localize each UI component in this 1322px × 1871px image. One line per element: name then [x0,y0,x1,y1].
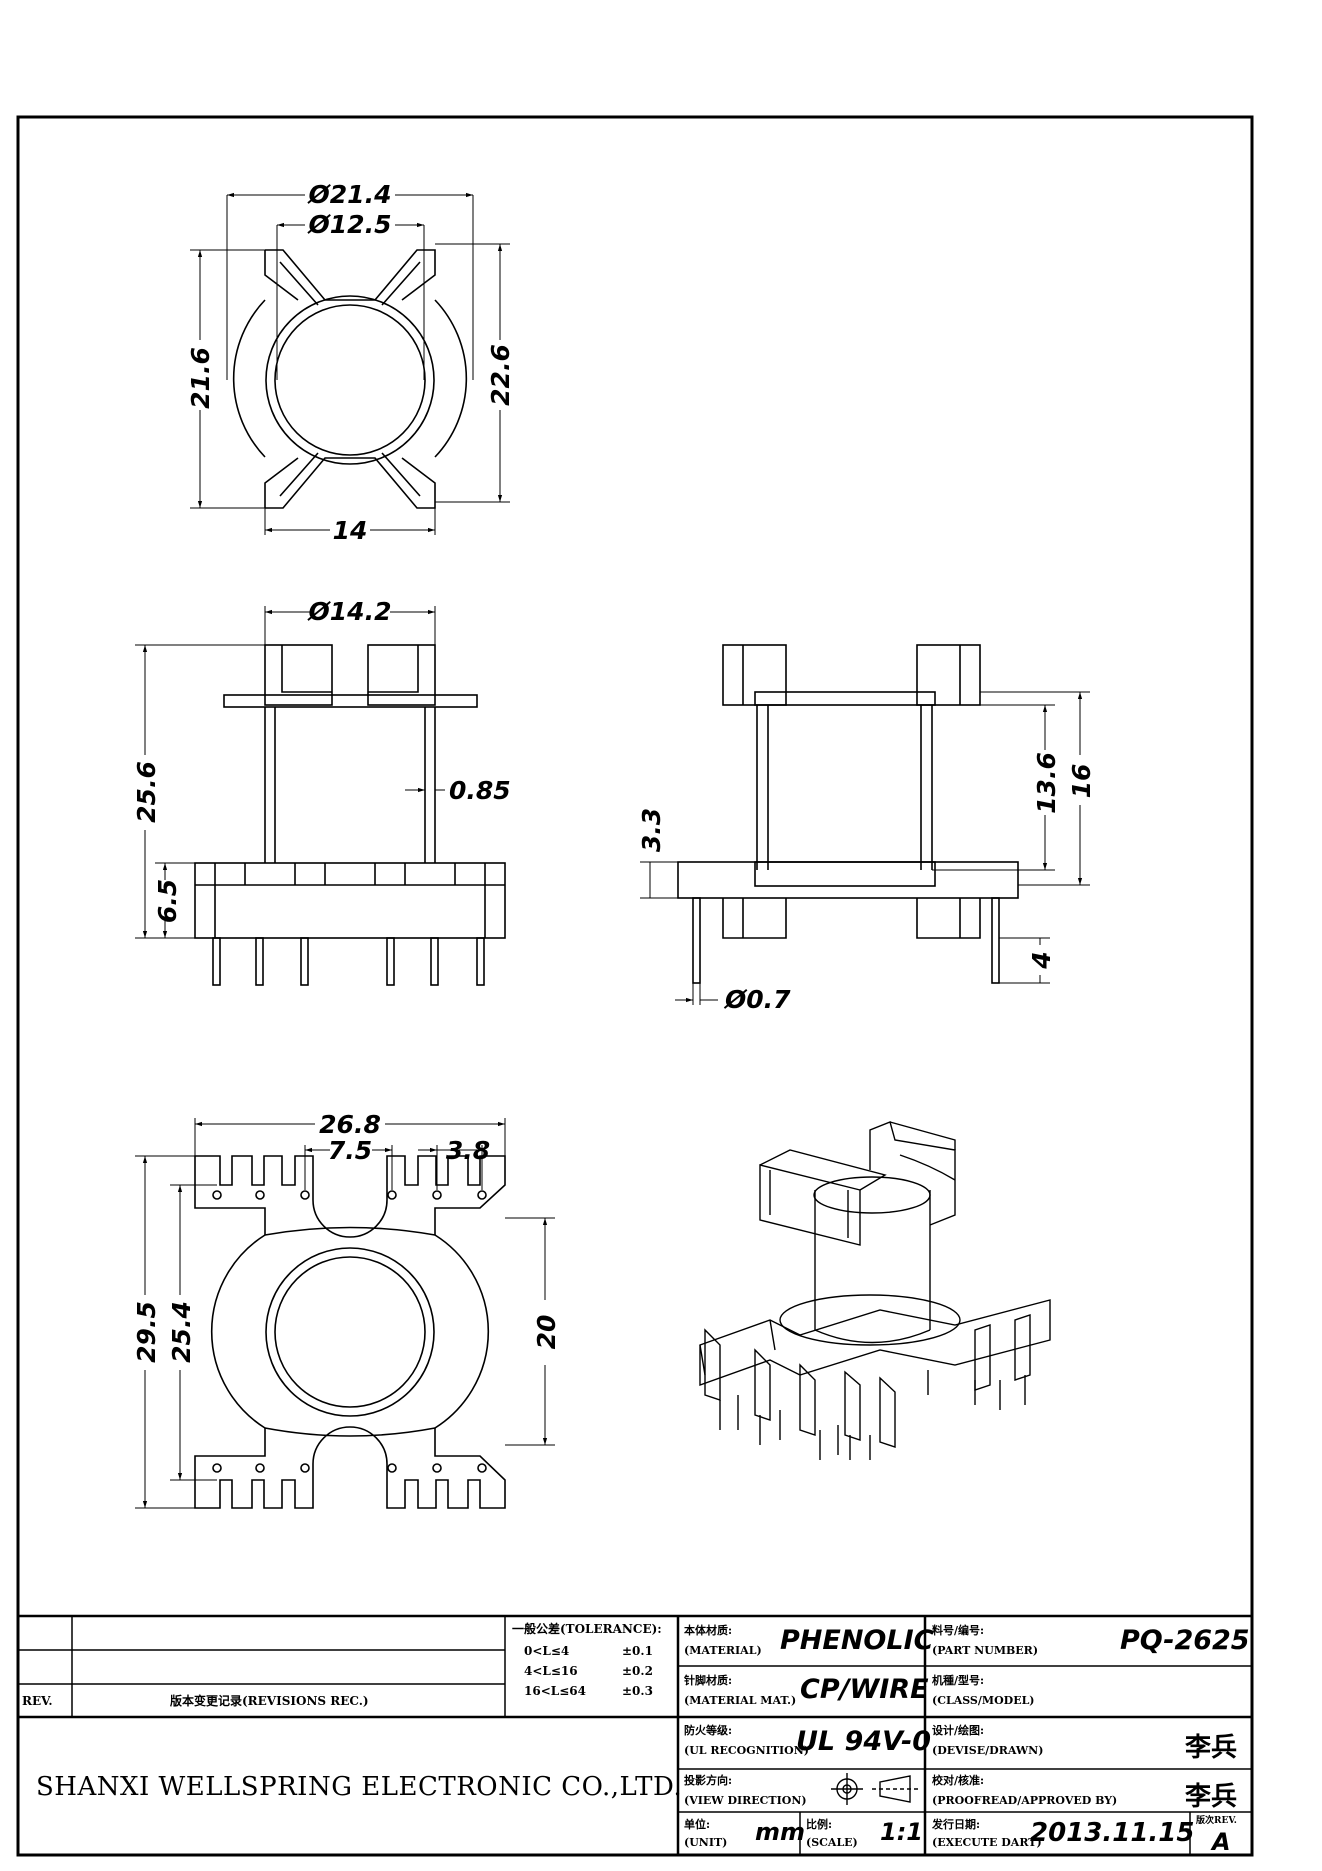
pin-material-label-cn: 针脚材质: [684,1674,733,1687]
date-value: 2013.11.15 [1030,1818,1195,1848]
tolerance-value-2: ±0.2 [622,1664,653,1678]
top-view [232,249,468,509]
tolerance-label: 一般公差(TOLERANCE): [512,1622,662,1636]
dim-overall-length: 29.5 [132,1301,161,1363]
tolerance-range-2: 4<L≤16 [524,1664,578,1678]
unit-label-en: (UNIT) [684,1836,728,1849]
dim-tube-dia: Ø14.2 [307,597,392,626]
pin-material-label-en: (MATERIAL MAT.) [684,1694,797,1707]
dim-height-left: 21.6 [186,347,215,409]
rev-label: REV. [22,1694,53,1708]
dim-offset: 3.3 [637,808,666,852]
designer-value: 李兵 [1185,1733,1238,1763]
dim-pitch-inner: 3.8 [446,1136,490,1165]
view-direction-symbol [831,1773,918,1805]
material-label-en: (MATERIAL) [684,1644,762,1657]
bottom-view-dims [135,1118,555,1509]
class-label-en: (CLASS/MODEL) [932,1694,1035,1707]
drawing-border [16,115,1254,1857]
approver-label-cn: 校对/核准: [932,1774,985,1787]
view-label-en: (VIEW DIRECTION) [684,1794,807,1807]
ul-label-en: (UL RECOGNITION) [684,1744,809,1757]
class-label-cn: 机種/型号: [932,1674,985,1687]
dim-base-height: 6.5 [153,879,182,923]
unit-label-cn: 单位: [684,1818,711,1831]
dim-pin-span: 25.4 [167,1301,196,1363]
part-number-label-en: (PART NUMBER) [932,1644,1039,1657]
dim-flange-height: 16 [1067,764,1096,799]
isometric-view [699,1121,1051,1460]
dim-height-right: 22.6 [486,344,515,406]
pin-material-value: CP/WIRE [800,1674,929,1705]
company-name: SHANXI WELLSPRING ELECTRONIC CO.,LTD. [36,1772,683,1802]
front-view [194,644,506,986]
approver-value: 李兵 [1185,1782,1238,1812]
designer-label-cn: 设计/绘图: [932,1724,985,1737]
bottom-view [194,1155,506,1509]
rev-value: A [1212,1828,1231,1856]
material-label-cn: 本体材质: [684,1624,733,1637]
tolerance-range-1: 0<L≤4 [524,1644,570,1658]
top-view-dims [190,192,510,535]
designer-label-en: (DEVISE/DRAWN) [932,1744,1044,1757]
side-view [677,644,1019,984]
view-label-cn: 投影方向: [684,1774,733,1787]
dim-outer-dia: Ø21.4 [307,180,392,209]
dim-inner-dia: Ø12.5 [307,210,392,239]
scale-label-cn: 比例: [806,1818,833,1831]
dim-overall-width: 26.8 [319,1110,381,1139]
unit-value: mm [755,1818,806,1846]
date-label-cn: 发行日期: [932,1818,981,1831]
dim-pin-dia: Ø0.7 [723,985,791,1014]
approver-label-en: (PROOFREAD/APPROVED BY) [932,1794,1118,1807]
dim-pin-length: 4 [1027,951,1056,969]
front-view-dims [135,606,445,939]
dim-width-bottom: 14 [333,516,368,545]
dim-inner-height: 13.6 [1032,752,1061,814]
title-block-grid [18,1614,1252,1855]
part-number-value: PQ-2625 [1120,1625,1250,1656]
date-label-en: (EXECUTE DART) [932,1836,1042,1849]
tolerance-value-3: ±0.3 [622,1684,653,1698]
scale-value: 1:1 [880,1818,923,1846]
scale-label-en: (SCALE) [806,1836,858,1849]
rev-box-label: 版次REV. [1196,1816,1237,1826]
revisions-label: 版本变更记录(REVISIONS REC.) [170,1694,369,1708]
tolerance-value-1: ±0.1 [622,1644,653,1658]
dim-flange-span: 20 [532,1315,561,1350]
ul-label-cn: 防火等级: [684,1724,733,1737]
ul-value: UL 94V-0 [796,1726,932,1757]
material-value: PHENOLIC [780,1625,934,1656]
dim-wall: 0.85 [449,776,511,805]
dim-pitch-outer: 7.5 [328,1136,372,1165]
part-number-label-cn: 料号/编号: [932,1624,985,1637]
dim-total-height: 25.6 [132,761,161,823]
side-view-dims [640,691,1090,1005]
tolerance-range-3: 16<L≤64 [524,1684,586,1698]
